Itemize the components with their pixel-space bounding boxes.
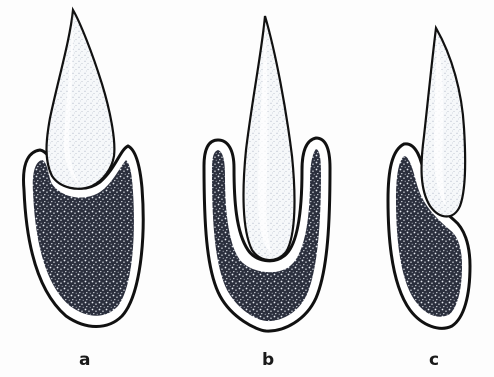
drawing-b — [204, 16, 330, 331]
tooth-a — [47, 10, 115, 189]
drawing-c — [388, 28, 470, 328]
label-b: b — [262, 352, 274, 369]
label-c: c — [429, 352, 439, 369]
label-a: a — [79, 352, 90, 369]
drawing-a — [24, 10, 144, 327]
tooth-b — [244, 16, 295, 260]
